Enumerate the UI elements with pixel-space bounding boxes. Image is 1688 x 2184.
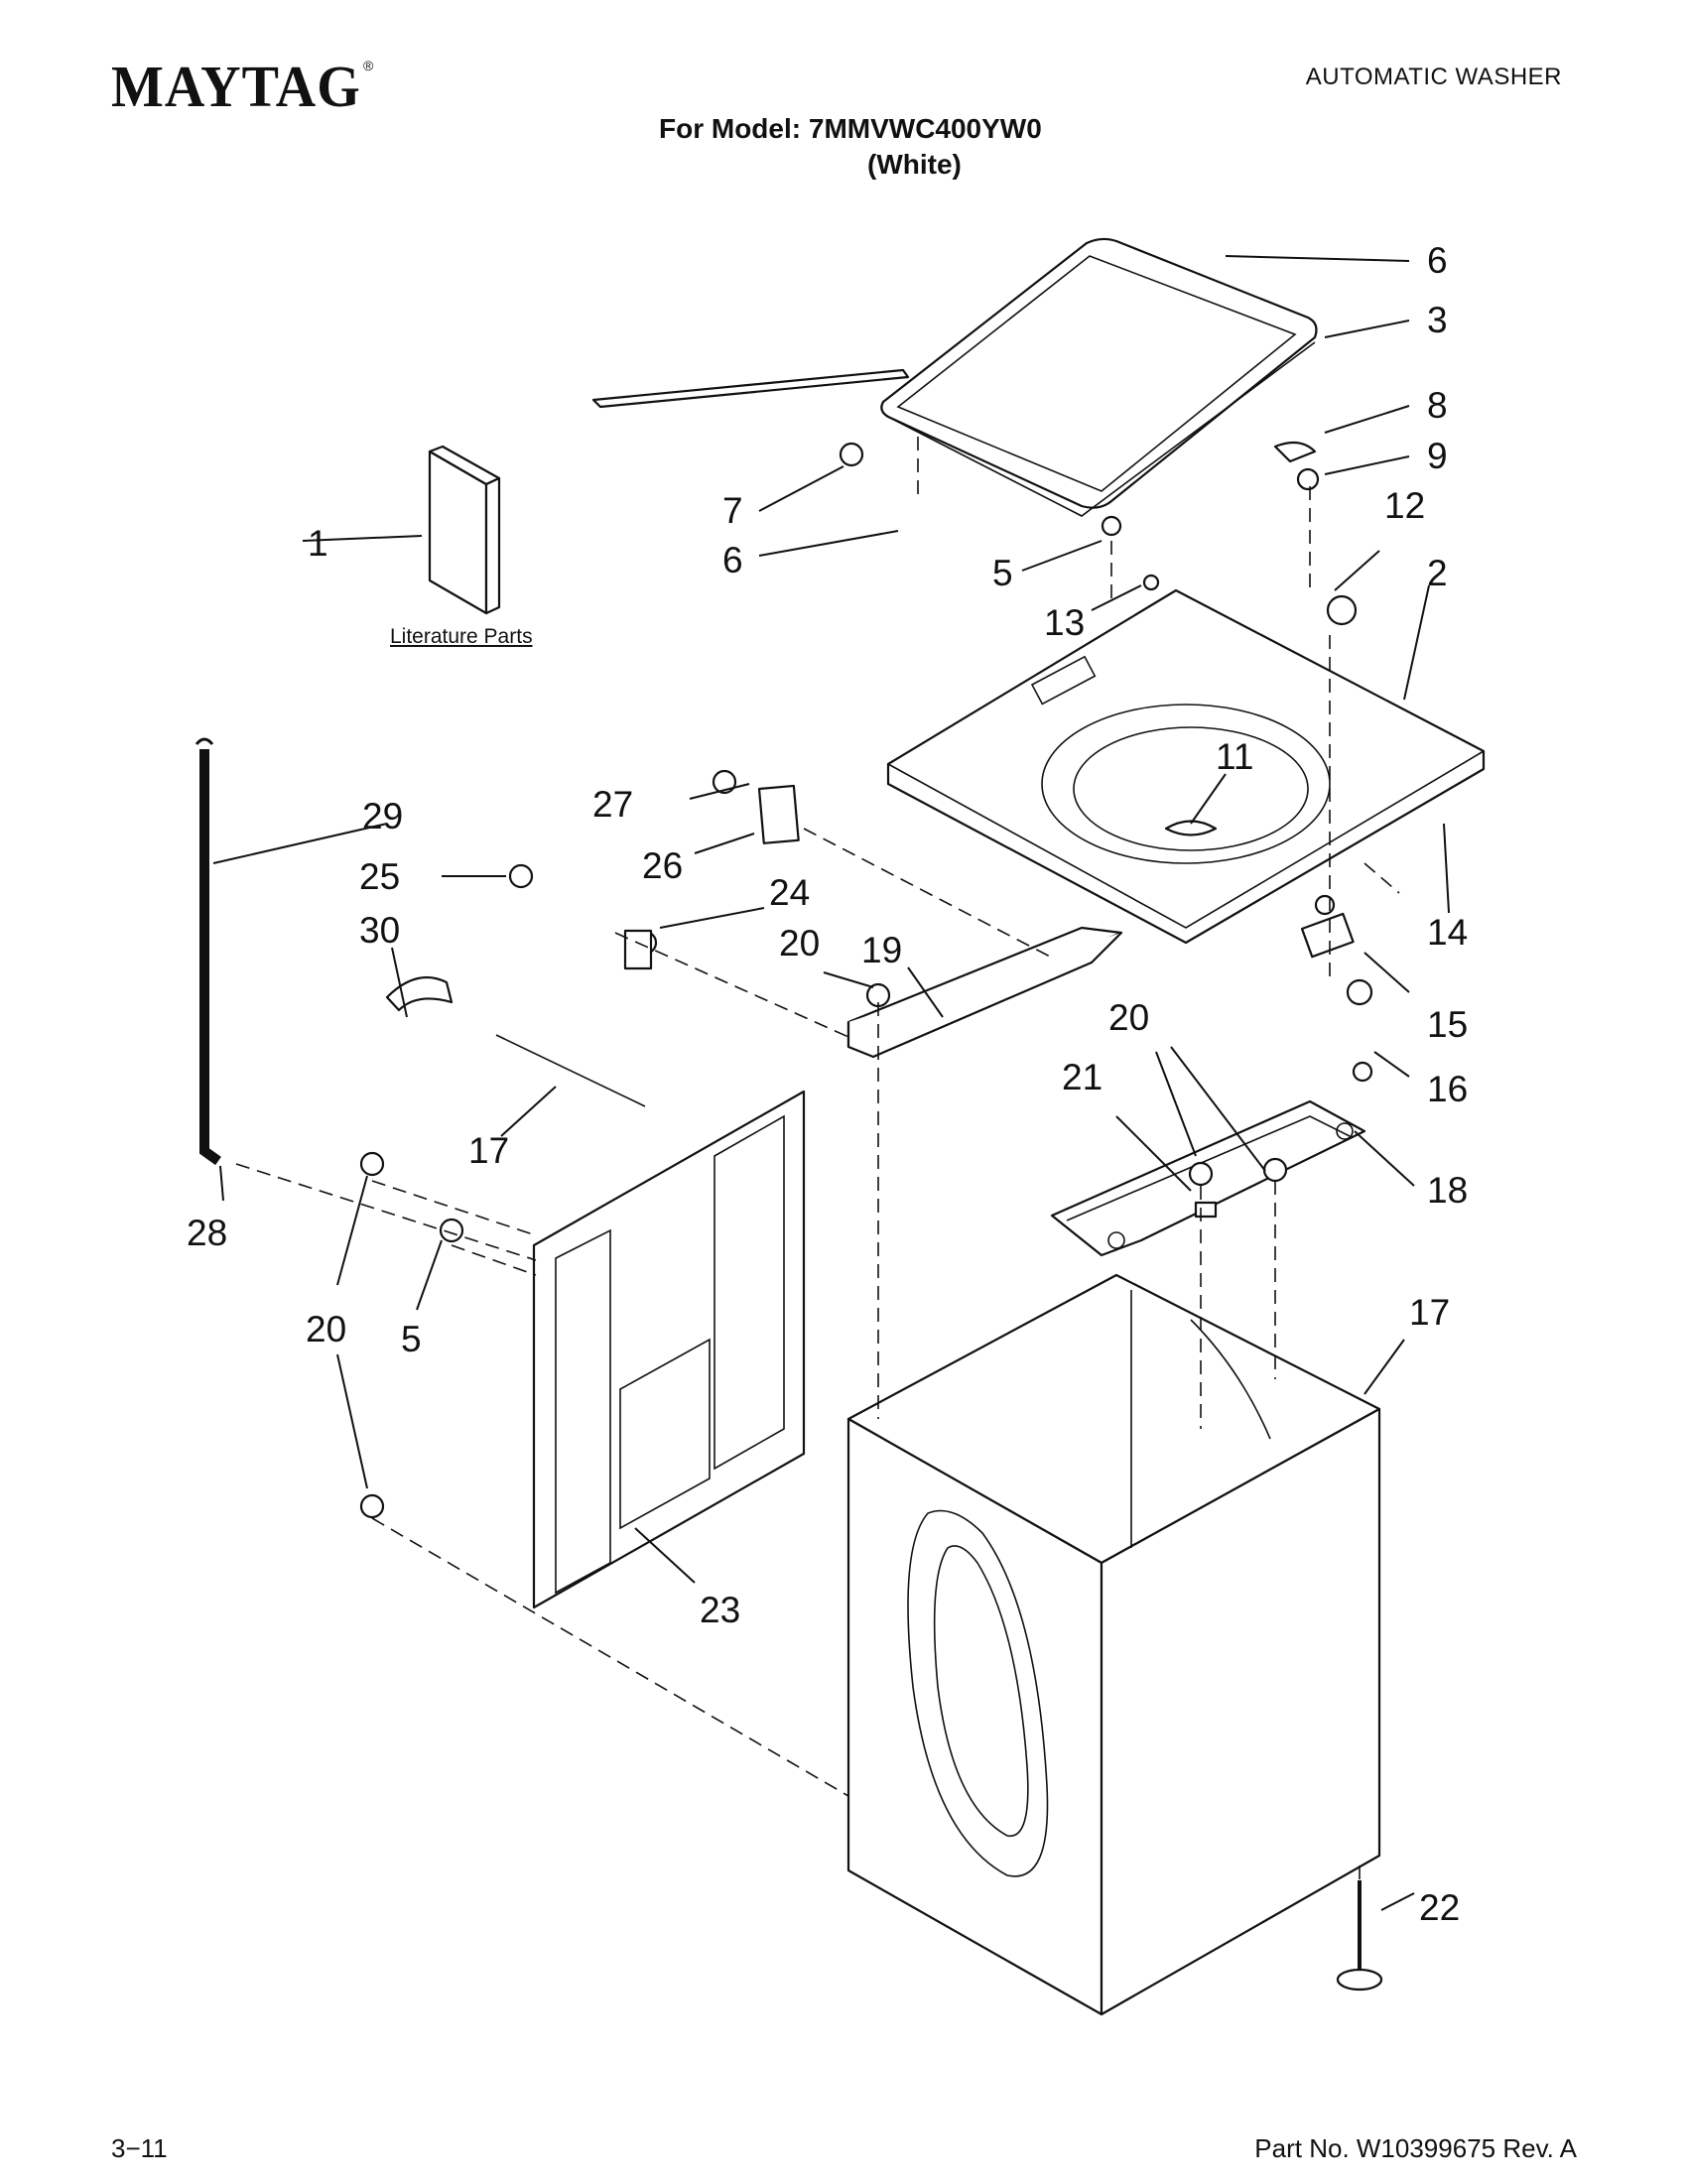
callout-9: 9 bbox=[1427, 436, 1448, 476]
callout-1: 1 bbox=[308, 523, 328, 564]
callout-10: 11 bbox=[1216, 736, 1253, 777]
literature-booklet bbox=[428, 445, 501, 615]
washer-lid bbox=[880, 237, 1318, 517]
page-number: 3−11 bbox=[111, 2133, 168, 2163]
callout-18: 18 bbox=[1427, 1170, 1468, 1211]
literature-parts-label: Literature Parts bbox=[390, 625, 533, 648]
callout-7: 7 bbox=[722, 490, 743, 531]
callout-3: 3 bbox=[1427, 300, 1448, 340]
callout-4: 5 bbox=[992, 553, 1013, 593]
callout-11: 12 bbox=[1384, 485, 1425, 526]
callout-15: 16 bbox=[1427, 1069, 1468, 1109]
callout-19: 19 bbox=[861, 930, 902, 970]
callout-25: 25 bbox=[359, 856, 400, 897]
callout-20-rear: 20 bbox=[1108, 997, 1149, 1038]
callout-6-bottom: 6 bbox=[722, 540, 743, 580]
callout-26: 26 bbox=[642, 845, 683, 886]
document-type: AUTOMATIC WASHER bbox=[1305, 64, 1562, 90]
callout-13: 14 bbox=[1427, 912, 1468, 953]
callout-23: 23 bbox=[700, 1590, 740, 1630]
washer-cabinet bbox=[846, 1273, 1381, 2016]
model-color: (White) bbox=[867, 149, 962, 180]
callout-22: 22 bbox=[1419, 1887, 1460, 1928]
leader-lines bbox=[212, 255, 1450, 1911]
hose-guide bbox=[385, 975, 454, 1012]
callout-21: 21 bbox=[1062, 1057, 1103, 1097]
front-brace bbox=[846, 926, 1123, 1059]
callout-12: 13 bbox=[1044, 602, 1085, 643]
callout-17-cabinet: 17 bbox=[1409, 1292, 1450, 1333]
callout-20-brace: 20 bbox=[779, 923, 820, 964]
brand-logo: MAYTAG bbox=[111, 55, 361, 120]
callout-30: 30 bbox=[359, 910, 400, 951]
callout-29: 29 bbox=[362, 796, 403, 836]
callout-24: 24 bbox=[769, 872, 810, 913]
callout-27: 27 bbox=[592, 784, 633, 825]
callout-28: 28 bbox=[187, 1213, 227, 1253]
model-number: For Model: 7MMVWC400YW0 bbox=[659, 113, 1042, 144]
callout-14: 15 bbox=[1427, 1004, 1468, 1045]
callout-8: 8 bbox=[1427, 385, 1448, 426]
callout-labels: 6 3 8 9 12 2 7 6 5 13 1 11 29 27 26 25 2… bbox=[187, 240, 1468, 1928]
fasteners bbox=[359, 368, 1373, 1519]
top-panel bbox=[886, 588, 1486, 945]
tie-rod bbox=[495, 1034, 646, 1107]
callout-6-top: 6 bbox=[1427, 240, 1448, 281]
callout-16: 17 bbox=[468, 1130, 509, 1171]
callout-5-screw: 5 bbox=[401, 1319, 422, 1359]
callout-2: 2 bbox=[1427, 553, 1448, 593]
callout-20-left: 20 bbox=[306, 1309, 346, 1349]
drain-hose bbox=[195, 737, 221, 1166]
registered-mark: ® bbox=[363, 58, 374, 73]
rear-panel bbox=[532, 1090, 806, 1609]
part-number: Part No. W10399675 Rev. A bbox=[1254, 2133, 1577, 2163]
assembly-lines bbox=[235, 437, 1400, 1945]
